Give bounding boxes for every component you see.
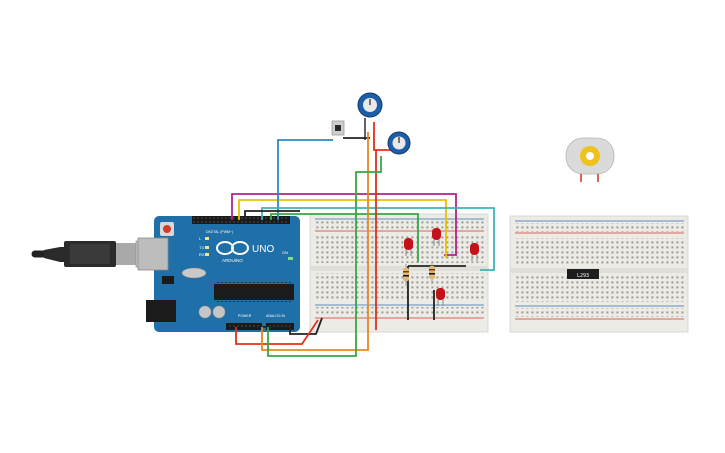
led-icon-3[interactable]	[470, 243, 479, 261]
wire-green-top[interactable]	[270, 213, 419, 262]
wire-green-long[interactable]	[267, 156, 382, 357]
analog-header-label: ANALOG IN	[266, 314, 286, 318]
power-header-label: POWER	[238, 314, 252, 318]
driver-ic-label: L293	[577, 273, 589, 279]
potentiometer-icon[interactable]	[357, 92, 383, 140]
led-icon[interactable]	[404, 238, 413, 256]
l293-driver-ic[interactable]: L293	[567, 269, 599, 279]
rx-label: RX	[199, 252, 205, 257]
potentiometer-icon-2[interactable]	[387, 131, 411, 155]
breadboard-left[interactable]	[309, 213, 489, 333]
wire-yellow[interactable]	[238, 199, 447, 258]
atmega-chip	[214, 284, 294, 300]
wire-red-5v[interactable]	[235, 122, 396, 345]
model-label: UNO	[252, 244, 274, 255]
pushbutton-icon[interactable]	[331, 120, 345, 136]
tx-label: TX	[199, 245, 204, 250]
resistor-icon-2[interactable]	[429, 262, 435, 284]
breadboard-right[interactable]	[509, 215, 689, 333]
wire-magenta[interactable]	[231, 193, 457, 256]
resistor-icon[interactable]	[403, 264, 409, 286]
dc-motor-icon[interactable]	[565, 137, 615, 182]
arduino-logo-icon	[216, 241, 249, 255]
wire-black-gnd[interactable]	[244, 137, 466, 335]
l-led-label: L	[199, 236, 202, 241]
wire-orange[interactable]	[261, 132, 369, 351]
on-label: ON	[282, 250, 288, 255]
wire-blue[interactable]	[277, 139, 333, 220]
wire-teal[interactable]	[261, 207, 495, 271]
led-icon-4[interactable]	[436, 288, 445, 306]
led-icon-2[interactable]	[432, 228, 441, 246]
digital-header-label: DIGITAL (PWM~)	[206, 230, 233, 234]
brand-label: ARDUINO	[222, 258, 243, 263]
arduino-uno-board[interactable]: DIGITAL (PWM~) L TX RX UNO ARDUINO ON PO…	[137, 216, 300, 332]
